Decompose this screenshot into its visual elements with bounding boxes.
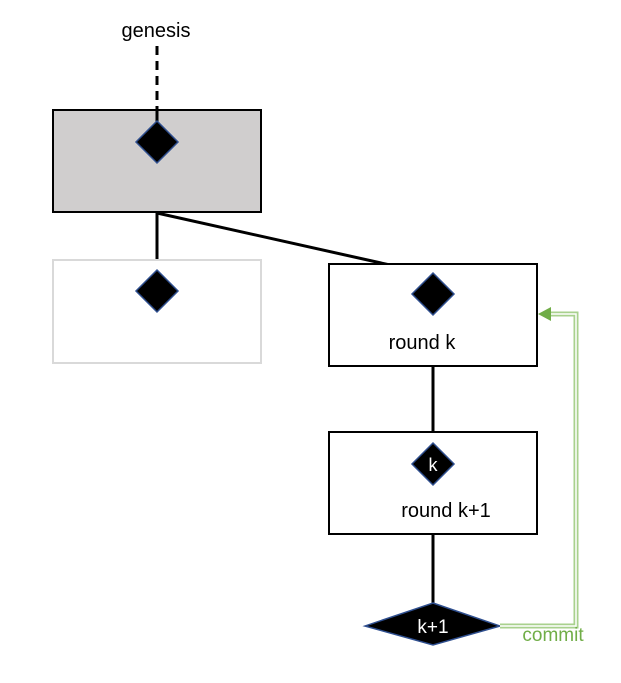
- commit-arrowhead-icon: [538, 307, 551, 321]
- round-k1-label: round k+1: [401, 500, 491, 522]
- genesis-label: genesis: [122, 20, 191, 42]
- round-k1-diamond-icon: [410, 441, 456, 487]
- final-diamond-label: k+1: [417, 617, 448, 638]
- commit-label: commit: [522, 625, 584, 646]
- round-k1-diamond-label: k: [429, 455, 439, 475]
- final-diamond-icon: [362, 602, 503, 646]
- genesis-diamond-icon: [134, 119, 180, 165]
- commit-arrow-inner: [500, 313, 577, 627]
- round-k-diamond-icon: [410, 271, 456, 317]
- round-k-label: round k: [389, 332, 457, 354]
- orphan-diamond-icon: [134, 268, 180, 314]
